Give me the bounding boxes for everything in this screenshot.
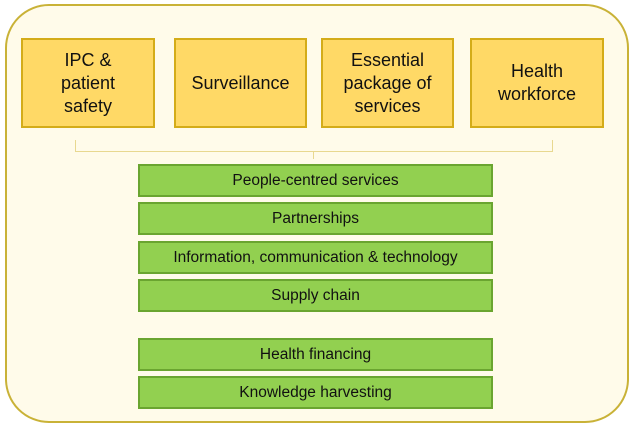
bar-knowledge-harvesting: Knowledge harvesting — [138, 376, 493, 409]
grouping-bracket — [75, 140, 553, 152]
box-health-workforce: Health workforce — [470, 38, 604, 128]
bar-partnerships: Partnerships — [138, 202, 493, 235]
bar-information-communication-technology: Information, communication & technology — [138, 241, 493, 274]
box-surveillance: Surveillance — [174, 38, 307, 128]
box-ipc-patient-safety: IPC & patient safety — [21, 38, 155, 128]
bar-health-financing: Health financing — [138, 338, 493, 371]
box-essential-package-of-services: Essential package of services — [321, 38, 454, 128]
bar-people-centred-services: People-centred services — [138, 164, 493, 197]
bar-supply-chain: Supply chain — [138, 279, 493, 312]
grouping-bracket-tick — [313, 151, 314, 159]
